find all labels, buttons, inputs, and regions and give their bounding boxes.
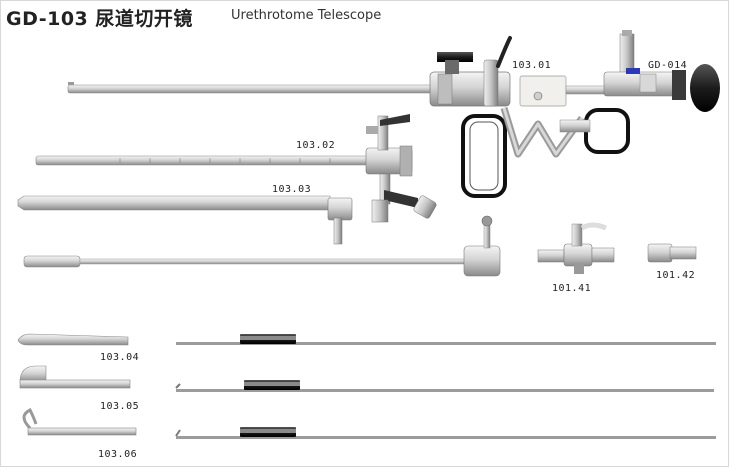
product-title: GD-103 尿道切开镜 bbox=[6, 8, 193, 30]
knife-rod-1 bbox=[176, 334, 716, 345]
obturator-rod bbox=[23, 215, 501, 277]
urethrotome-sheath-assembly bbox=[67, 30, 720, 198]
knife-rod-2 bbox=[175, 380, 714, 392]
label-gd-014: GD-014 bbox=[648, 60, 688, 71]
label-103-02: 103.02 bbox=[296, 140, 336, 151]
label-103-01: 103.01 bbox=[512, 60, 552, 71]
product-subtitle: Urethrotome Telescope bbox=[231, 8, 382, 23]
blade-tip-103-06 bbox=[22, 407, 137, 436]
blade-tip-103-05 bbox=[19, 365, 131, 389]
knife-rod-3 bbox=[175, 427, 716, 439]
label-103-04: 103.04 bbox=[100, 352, 140, 363]
label-101-42: 101.42 bbox=[656, 270, 696, 281]
label-103-05: 103.05 bbox=[100, 401, 140, 412]
sheath-103-02 bbox=[35, 114, 437, 223]
obturator-103-03 bbox=[17, 195, 353, 245]
adapter-101-42 bbox=[647, 243, 697, 263]
label-103-06: 103.06 bbox=[98, 449, 138, 460]
adapter-101-41 bbox=[537, 222, 615, 274]
blade-tip-103-04 bbox=[17, 333, 129, 346]
label-101-41: 101.41 bbox=[552, 283, 592, 294]
label-103-03: 103.03 bbox=[272, 184, 312, 195]
